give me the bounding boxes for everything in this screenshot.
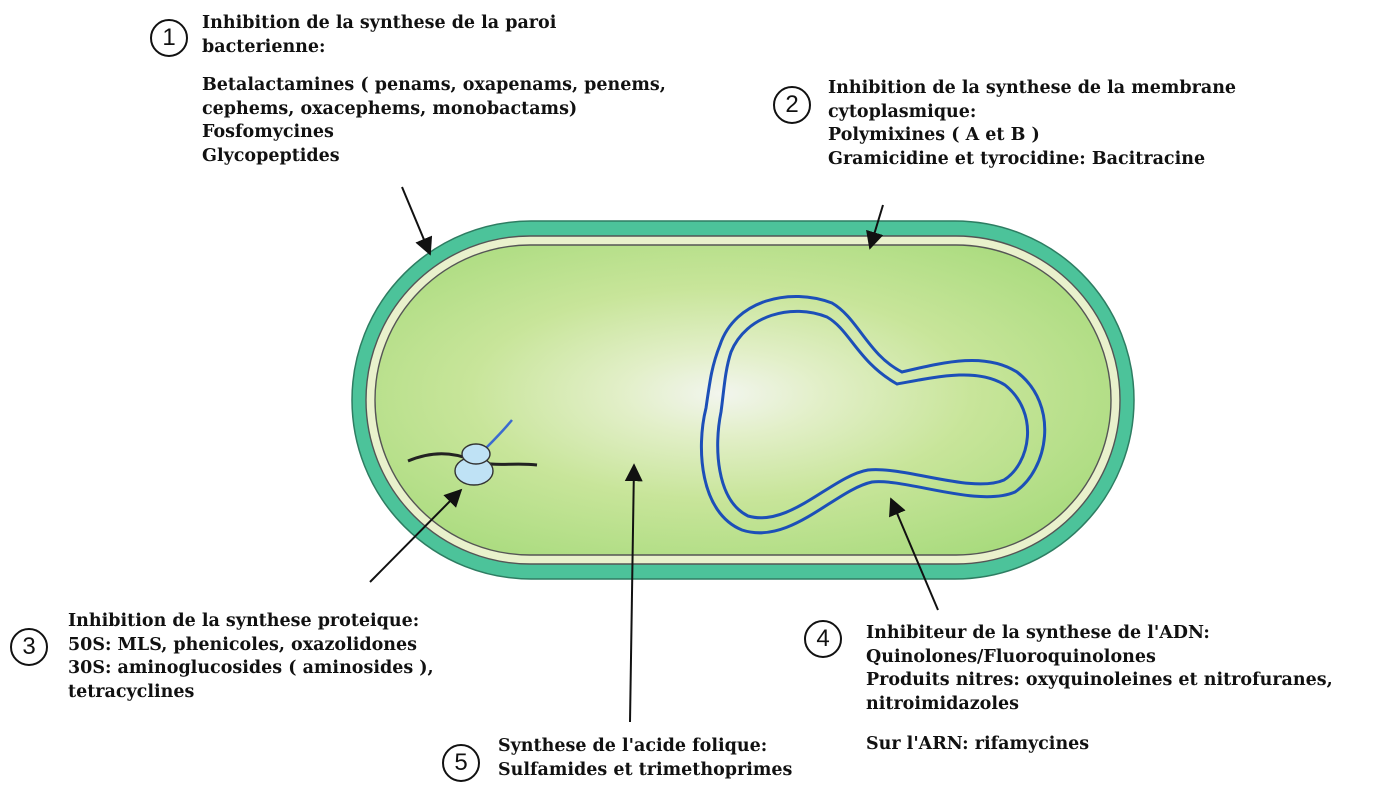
annotation-1-title-line: Inhibition de la synthese de la paroi [202, 13, 557, 33]
annotation-4-item: Produits nitres: oxyquinoleines et nitro… [866, 670, 1333, 690]
arrow-2 [866, 204, 884, 250]
annotation-2-text: Inhibition de la synthese de la membrane… [828, 77, 1236, 171]
annotation-3-item: tetracyclines [68, 681, 195, 702]
annotation-1-title: Inhibition de la synthese de la paroi ba… [202, 12, 556, 59]
annotation-3-item: 50S: MLS, phenicoles, oxazolidones [68, 634, 418, 655]
annotation-5-title-line: Synthese de l'acide folique: [498, 736, 768, 756]
dna-loop-inner [716, 309, 1029, 520]
nascent-peptide [485, 419, 513, 449]
annotation-1-item: Fosfomycines [202, 122, 334, 142]
cytoplasm [374, 244, 1112, 556]
callout-number-3: 3 [10, 628, 48, 666]
annotation-1-item: Betalactamines ( penams, oxapenams, pene… [202, 75, 666, 95]
annotation-4-text: Inhibiteur de la synthese de l'ADN: Quin… [866, 622, 1333, 757]
annotation-4-title-line: Inhibiteur de la synthese de l'ADN: [866, 623, 1210, 643]
callout-number-5: 5 [442, 744, 480, 782]
callout-number-2: 2 [773, 86, 811, 124]
annotation-1-item: Glycopeptides [202, 145, 340, 166]
annotation-5-item: Sulfamides et trimethoprimes [498, 759, 793, 780]
annotation-4-spacer [866, 716, 1333, 733]
annotation-3-title-line: Inhibition de la synthese proteique: [68, 611, 420, 631]
annotation-1-items: Betalactamines ( penams, oxapenams, pene… [202, 74, 666, 168]
annotation-2-item: Gramicidine et tyrocidine: Bacitracine [828, 148, 1206, 169]
arrow-4 [889, 497, 939, 611]
annotation-2-item: Polymixines ( A et B ) [828, 125, 1040, 145]
callout-number-4: 4 [804, 620, 842, 658]
annotation-4-item: nitroimidazoles [866, 693, 1019, 714]
annotation-2-title-line: cytoplasmique: [828, 101, 977, 122]
arrow-5 [624, 463, 643, 723]
ribosome-small-subunit [461, 443, 491, 465]
annotation-5-text: Synthese de l'acide folique: Sulfamides … [498, 735, 792, 782]
annotation-2-title-line: Inhibition de la synthese de la membrane [828, 78, 1237, 98]
dna-loop-outer [699, 295, 1047, 535]
annotation-3-item: 30S: aminoglucosides ( aminosides ), [68, 658, 434, 678]
arrow-1 [401, 186, 433, 256]
annotation-3-text: Inhibition de la synthese proteique: 50S… [68, 610, 434, 704]
callout-number-1: 1 [150, 19, 188, 57]
arrow-3 [369, 488, 463, 583]
annotation-1-item: cephems, oxacephems, monobactams) [202, 98, 578, 119]
annotation-1-title-line: bacterienne: [202, 36, 326, 57]
annotation-4-item: Quinolones/Fluoroquinolones [866, 646, 1156, 667]
annotation-4-extra: Sur l'ARN: rifamycines [866, 734, 1090, 754]
